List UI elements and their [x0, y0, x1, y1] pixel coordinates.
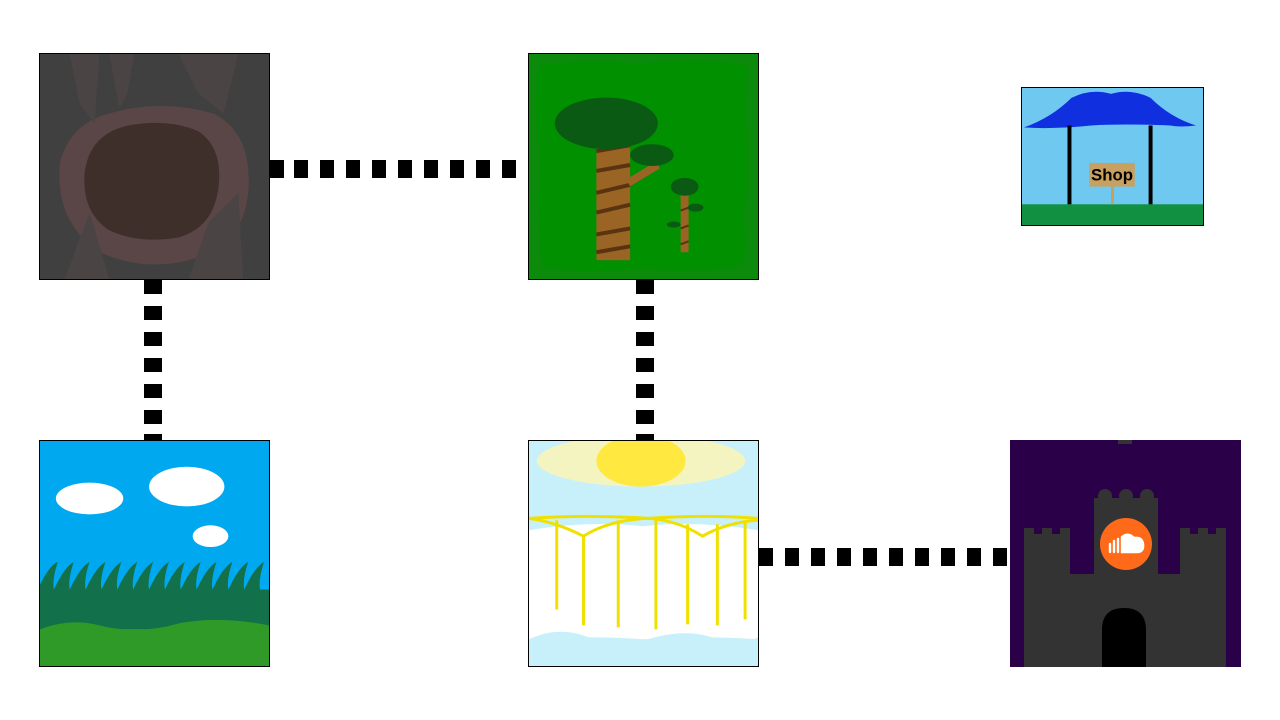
meadow-icon [40, 441, 269, 666]
cave-icon [40, 54, 269, 279]
shop-sign-label: Shop [1091, 166, 1133, 185]
path-cave-meadow [144, 280, 162, 440]
cave-level-node[interactable] [39, 53, 270, 280]
forest-icon [529, 54, 758, 279]
sky-level-node[interactable] [528, 440, 759, 667]
meadow-level-node[interactable] [39, 440, 270, 667]
shop-icon: Shop [1022, 88, 1203, 225]
forest-level-node[interactable] [528, 53, 759, 280]
castle-icon [1010, 440, 1241, 667]
castle-level-node[interactable] [1010, 440, 1241, 667]
path-sky-castle [759, 548, 1010, 566]
shop-node[interactable]: Shop [1021, 87, 1204, 226]
sky-bridge-icon [529, 441, 758, 666]
path-cave-forest [270, 160, 528, 178]
path-forest-sky [636, 280, 654, 440]
